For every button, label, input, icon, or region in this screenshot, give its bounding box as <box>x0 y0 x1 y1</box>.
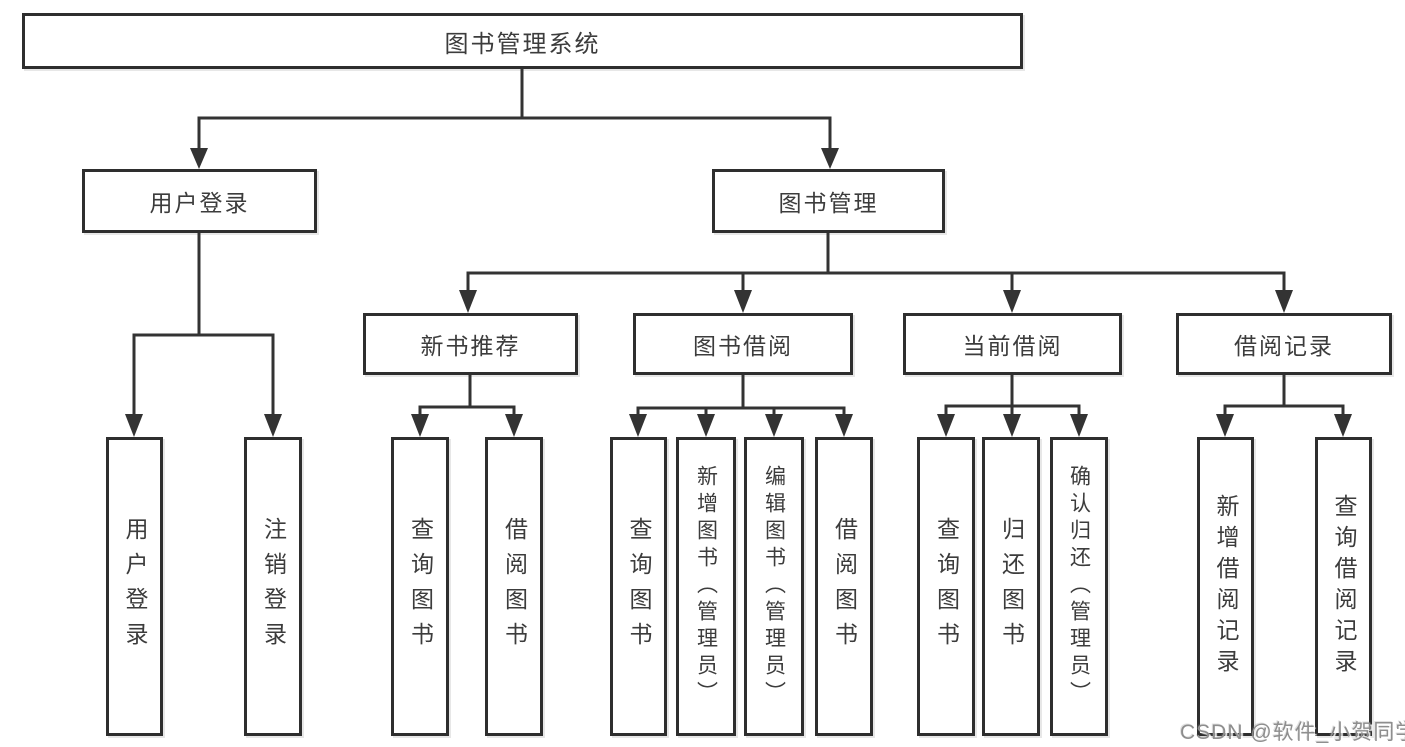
node-current-borrowing: 当前借阅 <box>903 313 1122 375</box>
node-borrow-records-label: 借阅记录 <box>1234 333 1334 359</box>
csdn-watermark: CSDN @软件_小贺同学 <box>1180 721 1405 744</box>
leaf-logout-label: 注销登录 <box>260 516 287 657</box>
connector-current-to-leaves <box>937 373 1088 437</box>
arrowhead <box>1003 290 1021 313</box>
leaf-query-books-1: 查询图书 <box>391 437 449 736</box>
node-root: 图书管理系统 <box>22 13 1023 69</box>
node-new-book-recommend-label: 新书推荐 <box>420 333 521 359</box>
leaf-edit-books-admin: 编辑图书（管理员） <box>744 437 804 736</box>
arrowhead <box>264 414 282 437</box>
leaf-query-books-3-label: 查询图书 <box>933 516 960 657</box>
leaf-return-books-label: 归还图书 <box>998 516 1025 657</box>
arrowhead <box>1275 290 1293 313</box>
connector-userlogin-to-leaves <box>125 231 282 437</box>
node-borrow-records: 借阅记录 <box>1176 313 1392 375</box>
arrowhead <box>697 414 715 437</box>
node-book-borrowing: 图书借阅 <box>633 313 853 375</box>
node-book-management: 图书管理 <box>712 169 945 233</box>
leaf-edit-books-admin-label: 编辑图书（管理员） <box>762 465 786 708</box>
leaf-borrow-books-2-label: 借阅图书 <box>831 516 858 657</box>
leaf-borrow-books-2: 借阅图书 <box>815 437 873 736</box>
arrowhead <box>1216 414 1234 437</box>
arrowhead <box>765 414 783 437</box>
node-current-borrowing-label: 当前借阅 <box>962 333 1063 359</box>
connector-newbooks-to-leaves <box>411 373 523 437</box>
leaf-query-books-1-label: 查询图书 <box>407 516 434 657</box>
arrowhead <box>411 414 429 437</box>
leaf-query-borrow-record-label: 查询借阅记录 <box>1331 493 1357 680</box>
leaf-add-borrow-record-label: 新增借阅记录 <box>1213 493 1239 680</box>
leaf-borrow-books-1: 借阅图书 <box>485 437 543 736</box>
node-user-login-label: 用户登录 <box>149 190 250 216</box>
arrowhead <box>1334 414 1352 437</box>
connector-records-to-leaves <box>1216 373 1352 437</box>
arrowhead <box>1070 414 1088 437</box>
leaf-query-books-2-label: 查询图书 <box>626 516 652 657</box>
arrowhead <box>734 290 752 313</box>
leaf-user-login-label: 用户登录 <box>122 516 148 657</box>
leaf-confirm-return-admin-label: 确认归还（管理员） <box>1067 465 1091 708</box>
arrowhead <box>1003 414 1021 437</box>
leaf-logout: 注销登录 <box>244 437 302 736</box>
node-root-label: 图书管理系统 <box>444 30 601 58</box>
arrowhead <box>505 414 523 437</box>
arrowhead <box>835 414 853 437</box>
leaf-return-books: 归还图书 <box>982 437 1040 736</box>
leaf-query-borrow-record: 查询借阅记录 <box>1315 437 1372 736</box>
leaf-borrow-books-1-label: 借阅图书 <box>501 516 528 657</box>
leaf-confirm-return-admin: 确认归还（管理员） <box>1050 437 1108 736</box>
leaf-add-borrow-record: 新增借阅记录 <box>1197 437 1254 736</box>
leaf-user-login: 用户登录 <box>106 437 163 736</box>
arrowhead <box>629 414 647 437</box>
leaf-query-books-3: 查询图书 <box>917 437 975 736</box>
arrowhead <box>190 148 208 169</box>
node-book-borrowing-label: 图书借阅 <box>693 333 793 359</box>
arrowhead <box>459 290 477 313</box>
connector-bookmgmt-to-level3 <box>459 231 1293 313</box>
node-new-book-recommend: 新书推荐 <box>363 313 578 375</box>
arrowhead <box>821 148 839 169</box>
arrowhead <box>937 414 955 437</box>
arrowhead <box>125 414 143 437</box>
leaf-query-books-2: 查询图书 <box>610 437 667 736</box>
leaf-add-books-admin-label: 新增图书（管理员） <box>694 465 718 708</box>
connector-root-to-level2 <box>190 67 839 169</box>
leaf-add-books-admin: 新增图书（管理员） <box>676 437 736 736</box>
node-book-management-label: 图书管理 <box>778 190 879 216</box>
node-user-login: 用户登录 <box>82 169 317 233</box>
connector-borrowing-to-leaves <box>629 373 853 437</box>
